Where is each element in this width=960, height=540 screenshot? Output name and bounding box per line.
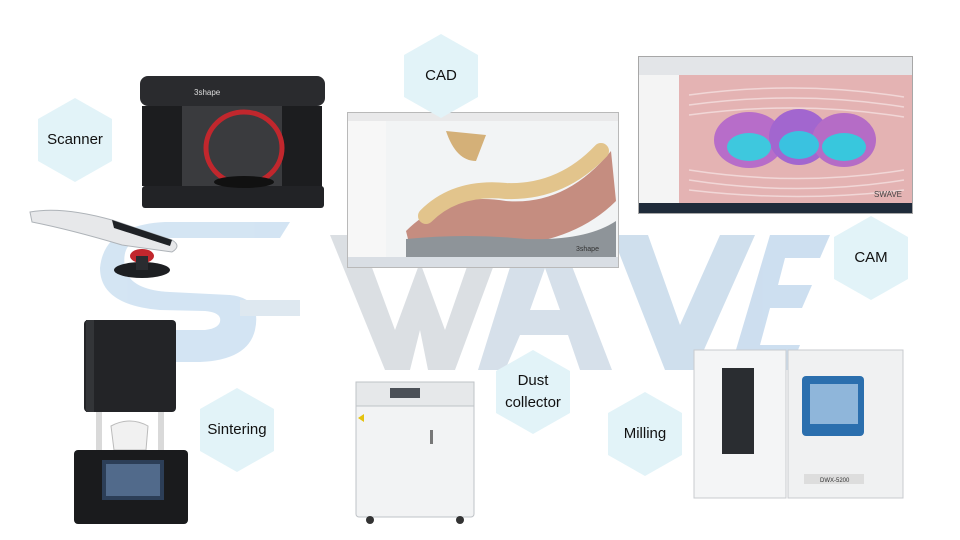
cam-toolbar	[639, 57, 912, 75]
dust-collector-image	[355, 381, 475, 524]
milling-machine-image: DWX-5200	[693, 349, 904, 499]
cad-3d-view: 3shape	[386, 121, 618, 257]
cam-software-screenshot: SWAVE	[638, 56, 913, 214]
intraoral-scanner-image	[29, 209, 178, 278]
cam-3d-view: SWAVE	[679, 75, 912, 203]
watermark-v	[612, 235, 755, 370]
watermark-w	[330, 235, 505, 370]
scanner-brand-text: 3shape	[194, 88, 221, 97]
watermark-a	[478, 235, 612, 370]
cad-toolbar	[348, 113, 618, 121]
cam-label: CAM	[854, 249, 888, 266]
sintering-furnace-image	[74, 320, 188, 524]
cam-tree-panel	[639, 75, 680, 203]
desktop-scanner-image: 3shape	[140, 76, 325, 208]
watermark-dash	[240, 300, 300, 316]
cad-left-panel	[348, 121, 387, 257]
cam-taskbar	[639, 203, 912, 213]
dust-label-line1: Dust	[517, 372, 549, 389]
sintering-label: Sintering	[207, 421, 267, 438]
cam-brand-text: SWAVE	[874, 190, 902, 199]
cad-brand-text: 3shape	[576, 246, 599, 253]
mill-model-text: DWX-5200	[820, 478, 850, 484]
milling-label: Milling	[623, 425, 667, 442]
scanner-label: Scanner	[47, 131, 103, 148]
cad-software-screenshot: 3shape	[347, 112, 619, 268]
watermark-e	[730, 235, 830, 370]
cad-taskbar	[348, 257, 618, 267]
cad-label: CAD	[425, 67, 457, 84]
cad-hex-label: CAD	[404, 34, 478, 118]
watermark-s	[100, 222, 290, 362]
dust-label-line2: collector	[505, 394, 561, 411]
